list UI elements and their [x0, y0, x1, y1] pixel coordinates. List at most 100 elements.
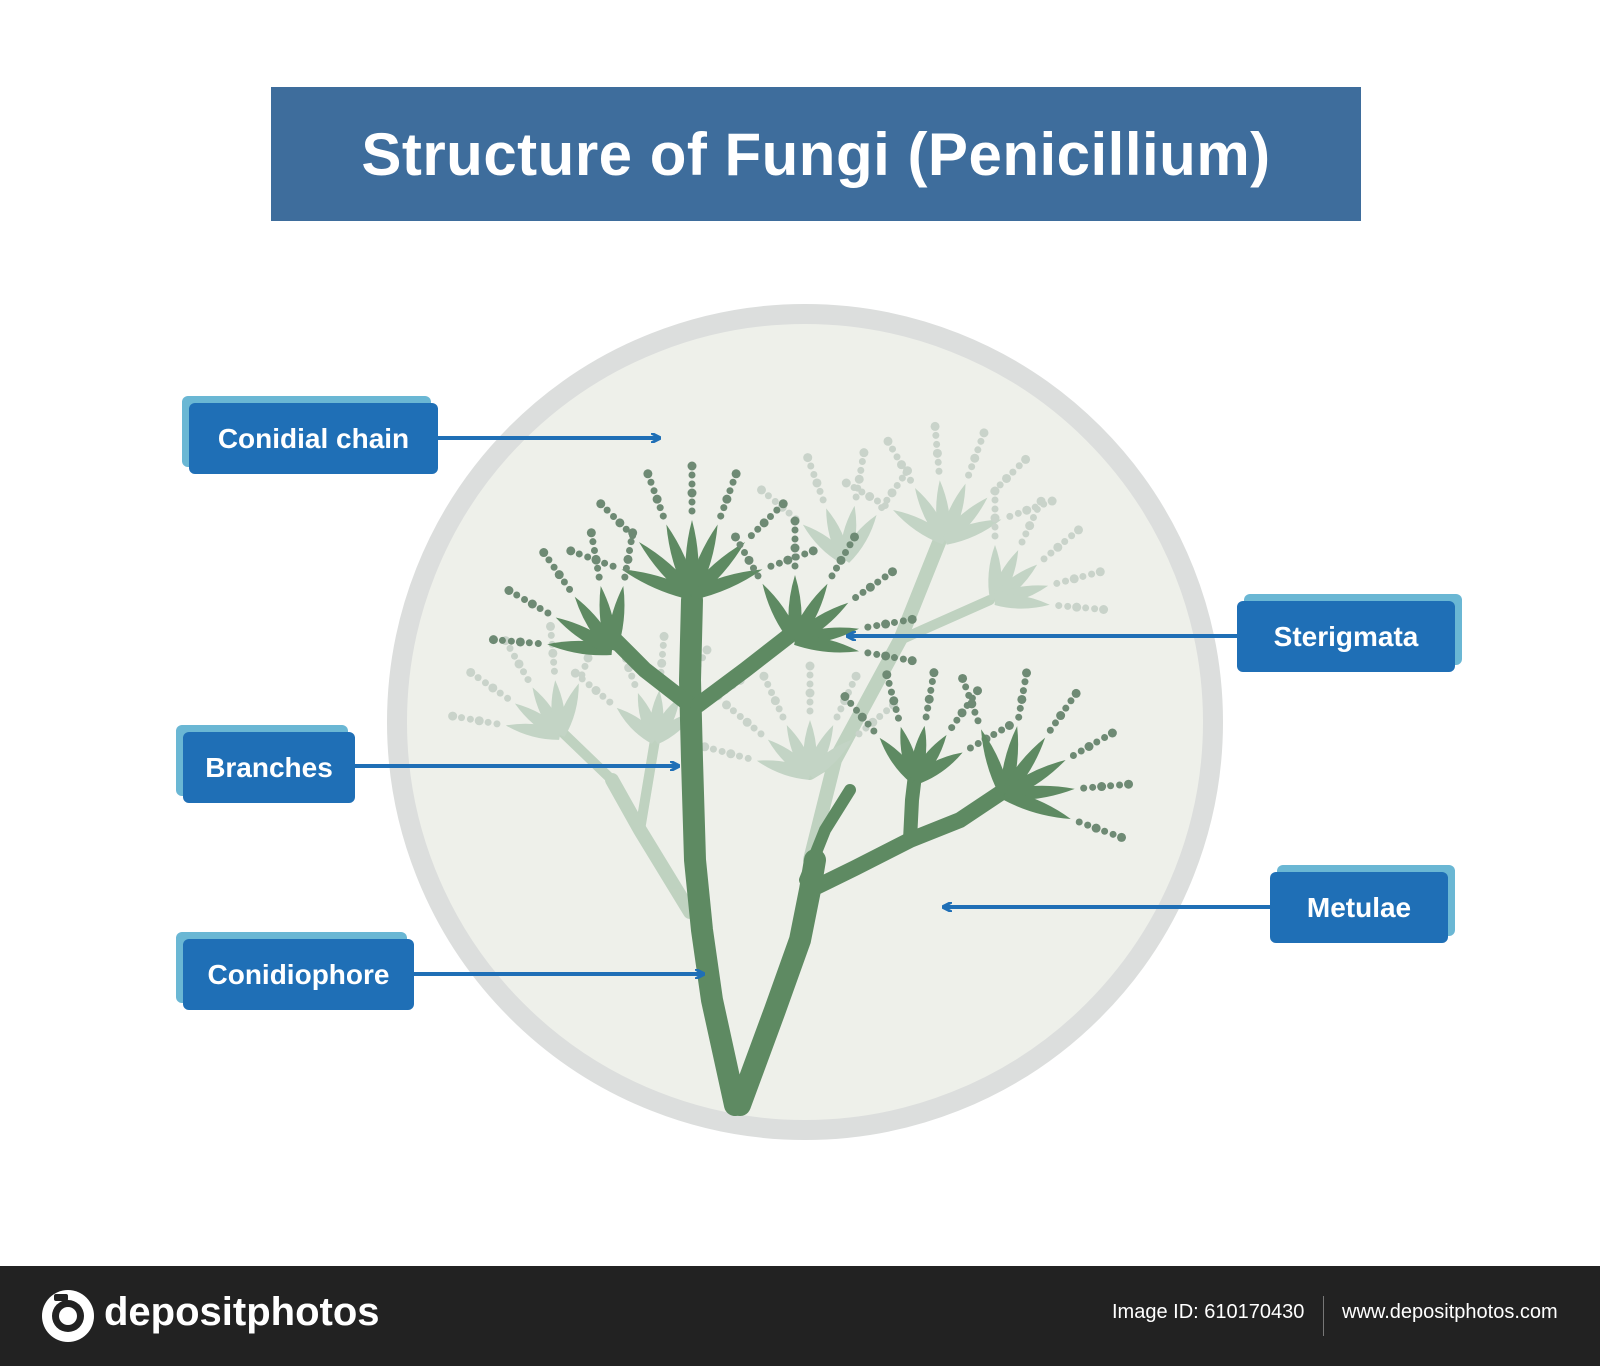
- conidium: [932, 448, 942, 458]
- conidium: [554, 570, 564, 580]
- conidium: [852, 594, 860, 602]
- conidium: [1101, 734, 1109, 741]
- conidium: [1082, 604, 1090, 612]
- conidium: [466, 715, 474, 723]
- conidium: [547, 631, 555, 639]
- conidium: [808, 546, 818, 556]
- sterigma: [687, 524, 718, 597]
- conidium: [1051, 719, 1059, 727]
- brand-logo-text[interactable]: depositphotos: [104, 1290, 380, 1334]
- conidium: [458, 714, 466, 722]
- conidium: [768, 689, 776, 697]
- conidium: [933, 440, 941, 448]
- conidium: [990, 731, 998, 738]
- conidium: [927, 686, 935, 694]
- conidium: [864, 623, 872, 631]
- conidium: [899, 655, 907, 663]
- conidium: [601, 559, 609, 567]
- conidium: [991, 496, 999, 504]
- conidium: [550, 667, 558, 675]
- conidium: [785, 509, 793, 517]
- conidium: [854, 484, 862, 492]
- conidium: [488, 683, 498, 693]
- conidium: [990, 513, 1000, 523]
- conidium: [1015, 713, 1023, 721]
- conidium: [837, 705, 845, 713]
- conidium: [764, 492, 772, 500]
- conidium: [550, 563, 558, 571]
- conidium: [524, 676, 532, 684]
- conidium: [1015, 462, 1023, 470]
- conidium: [991, 532, 999, 540]
- conidium: [606, 698, 614, 706]
- conidium: [643, 469, 653, 479]
- conidium: [991, 505, 999, 513]
- conidium: [865, 492, 875, 501]
- branch-right: [690, 627, 798, 713]
- conidium: [1069, 574, 1079, 584]
- conidium: [864, 649, 872, 657]
- conidium: [570, 668, 580, 678]
- conidium: [474, 716, 484, 726]
- conidium: [496, 689, 504, 697]
- conidium: [581, 662, 589, 670]
- conidium: [622, 525, 630, 533]
- conidium: [806, 680, 814, 688]
- conidium: [887, 567, 897, 577]
- conidium: [893, 481, 901, 489]
- conidium: [744, 555, 754, 565]
- sterigma: [990, 550, 1019, 603]
- sterigma: [1000, 737, 1046, 798]
- conidium: [1075, 818, 1083, 826]
- conidium: [652, 494, 662, 504]
- conidium: [603, 506, 611, 514]
- conidium: [1073, 525, 1083, 535]
- conidium: [874, 578, 882, 586]
- conidium: [615, 518, 625, 528]
- conidium: [1095, 567, 1105, 577]
- conidium: [658, 650, 666, 658]
- conidium: [650, 487, 658, 495]
- conidium: [511, 652, 518, 660]
- conidium: [1002, 473, 1012, 483]
- conidium: [1021, 678, 1029, 686]
- conidium: [873, 497, 881, 505]
- conidium: [773, 506, 781, 514]
- conidium: [1046, 726, 1054, 734]
- conidium: [907, 476, 914, 484]
- conidium: [584, 553, 592, 561]
- conidium: [586, 528, 596, 538]
- conidium: [892, 705, 900, 713]
- conidium: [881, 651, 891, 661]
- image-id: Image ID: 610170430: [1112, 1301, 1305, 1323]
- label-metulae: Metulae: [1270, 865, 1455, 943]
- conidium: [1084, 821, 1092, 829]
- conidium: [474, 674, 482, 682]
- conidium: [791, 535, 799, 543]
- conidium: [628, 672, 636, 680]
- conidium: [842, 549, 849, 557]
- conidium: [731, 532, 740, 542]
- conidium: [520, 668, 527, 676]
- conidium: [1072, 602, 1082, 612]
- conidium: [1022, 505, 1032, 515]
- conidium: [506, 644, 514, 652]
- conidium: [589, 538, 597, 546]
- conidium: [873, 622, 881, 630]
- conidium: [810, 470, 818, 478]
- page-title: Structure of Fungi (Penicillium): [361, 120, 1271, 188]
- conidium: [1022, 530, 1030, 538]
- conidium: [621, 573, 629, 581]
- conidium: [687, 488, 697, 498]
- conidium: [1068, 532, 1076, 540]
- conidium: [466, 667, 476, 677]
- conidium: [841, 478, 851, 488]
- conidium: [1053, 579, 1061, 587]
- conidium: [539, 548, 549, 558]
- conidium: [1097, 782, 1107, 792]
- conidium: [889, 696, 899, 706]
- sterigma: [943, 519, 1002, 545]
- conidium: [775, 705, 783, 713]
- site-url-link[interactable]: www.depositphotos.com: [1342, 1301, 1558, 1323]
- conidium: [883, 707, 891, 715]
